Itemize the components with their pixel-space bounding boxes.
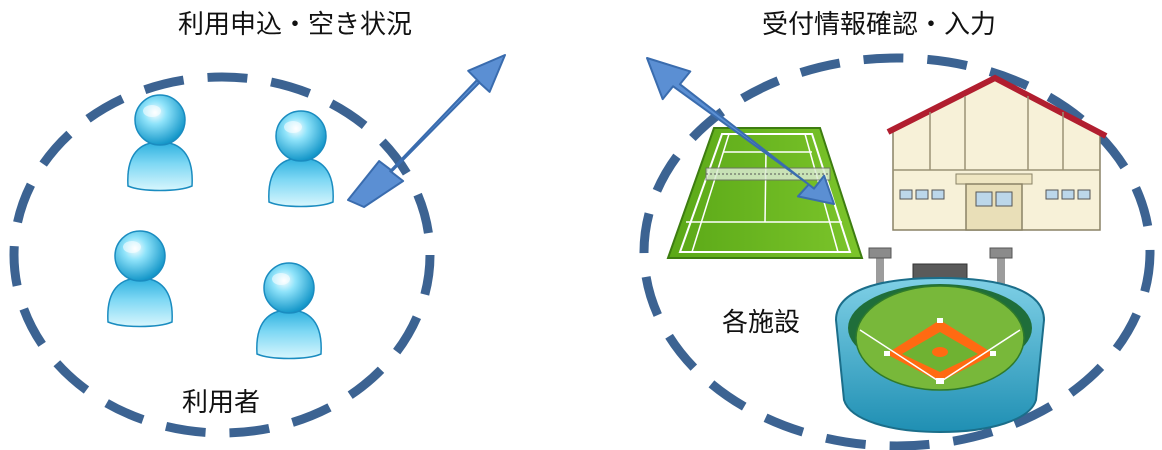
double-headed-arrow-icon-right xyxy=(646,57,835,205)
baseball-stadium-icon xyxy=(834,247,1046,434)
user-icon-1 xyxy=(127,94,193,192)
users-label: 利用者 xyxy=(182,388,261,418)
tennis-court-icon xyxy=(666,127,864,259)
facilities-label: 各施設 xyxy=(722,308,801,338)
user-icon-2 xyxy=(268,110,334,208)
right-caption: 受付情報確認・入力 xyxy=(762,10,997,40)
gymnasium-icon xyxy=(886,74,1108,231)
users-group-boundary xyxy=(9,72,435,438)
user-icon-3 xyxy=(107,230,173,328)
double-headed-arrow-icon-left xyxy=(347,54,506,208)
user-icon-4 xyxy=(256,262,322,360)
facilities-group-boundary xyxy=(639,53,1155,450)
left-caption: 利用申込・空き状況 xyxy=(178,10,413,40)
